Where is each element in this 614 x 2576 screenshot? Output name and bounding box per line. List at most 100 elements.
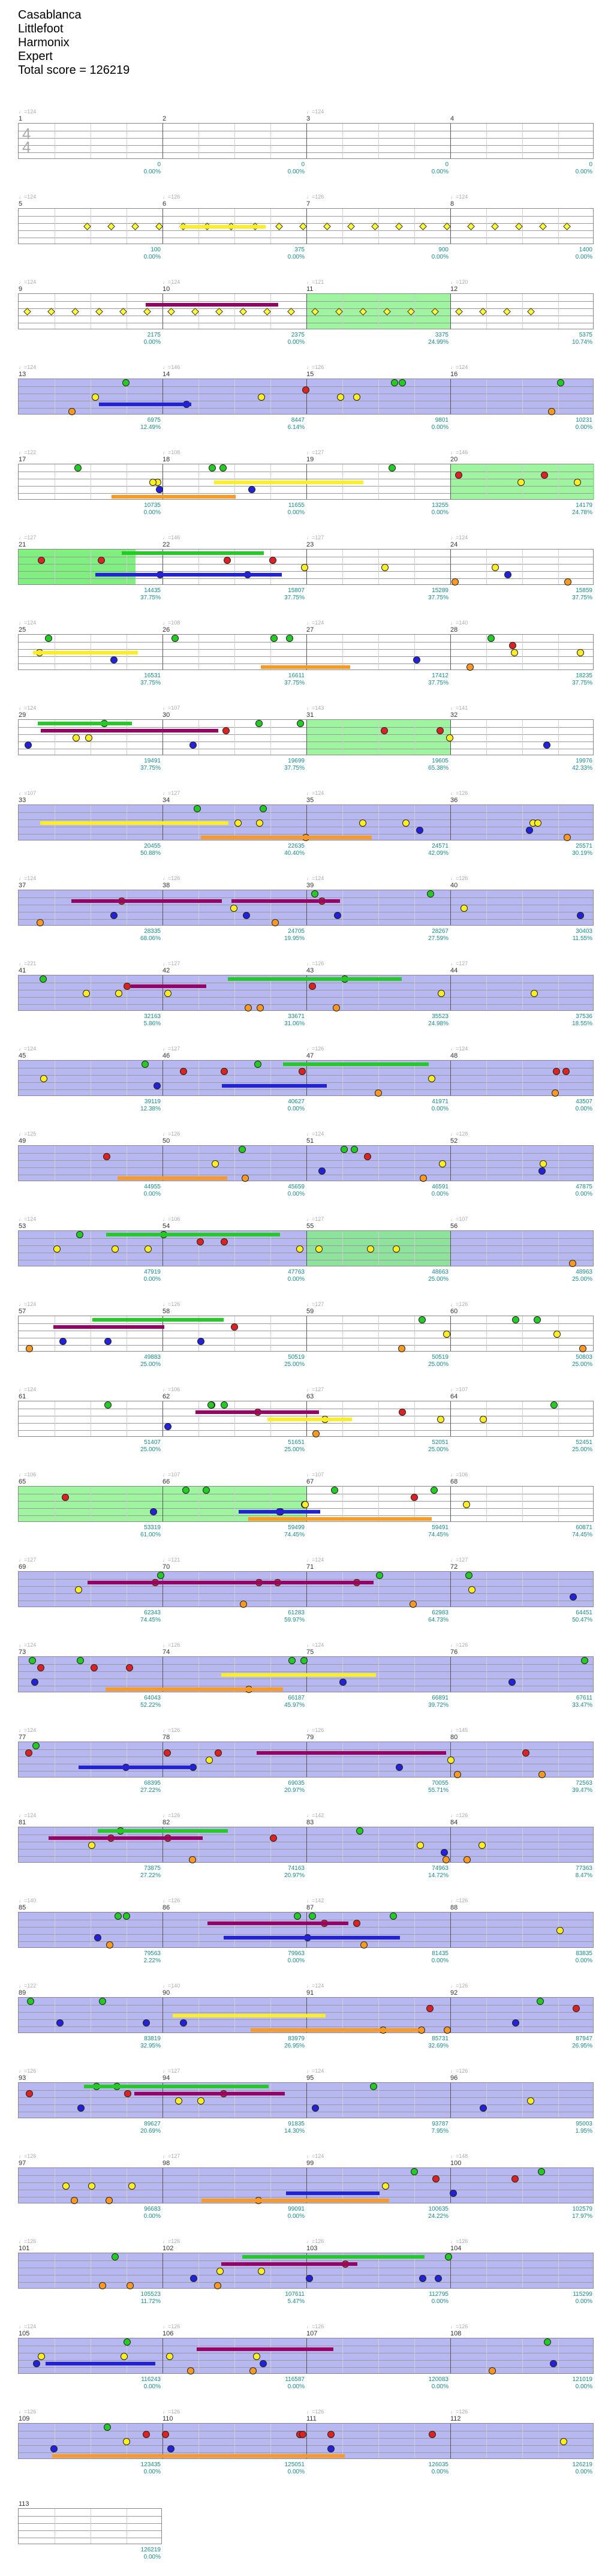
lane-line bbox=[19, 1508, 593, 1509]
gem-note bbox=[104, 1338, 112, 1345]
hopo-note bbox=[347, 223, 355, 230]
measure-overdrive-percent: 59.97% bbox=[284, 1617, 305, 1623]
gem-note bbox=[77, 2104, 85, 2112]
gem-note bbox=[115, 990, 122, 997]
gem-note bbox=[538, 1167, 546, 1175]
bar-line bbox=[450, 1657, 451, 1692]
beat-line bbox=[270, 975, 271, 1010]
lane-line bbox=[19, 2026, 593, 2027]
beat-line bbox=[198, 124, 199, 158]
bar-line bbox=[450, 1316, 451, 1351]
beat-line bbox=[270, 2424, 271, 2458]
bar-line bbox=[162, 1572, 163, 1607]
lane-line bbox=[19, 152, 593, 153]
hopo-note bbox=[563, 223, 571, 230]
gem-note bbox=[214, 2282, 221, 2289]
measure-overdrive-percent: 26.95% bbox=[572, 2043, 592, 2049]
bar-line bbox=[306, 805, 307, 840]
beat-line bbox=[234, 1827, 235, 1862]
measure-overdrive-percent: 5.86% bbox=[143, 1020, 161, 1027]
measure-score: 28267 bbox=[432, 928, 449, 935]
beat-line bbox=[270, 209, 271, 244]
bar-line bbox=[162, 550, 163, 584]
measure-overdrive-percent: 61.00% bbox=[140, 1532, 161, 1538]
measure-score: 41971 bbox=[432, 1098, 449, 1105]
tempo-marker: ♩=106 bbox=[162, 1386, 180, 1392]
measure-score: 10231 bbox=[576, 417, 592, 424]
lane-line bbox=[19, 1323, 593, 1324]
measure-score: 87947 bbox=[576, 2035, 592, 2042]
gem-note bbox=[504, 571, 511, 578]
beat-line bbox=[522, 379, 523, 414]
tempo-marker: ♩=126 bbox=[450, 1812, 468, 1818]
measure-score: 66891 bbox=[432, 1695, 449, 1701]
measure-overdrive-percent: 0.00% bbox=[287, 509, 305, 516]
hopo-note bbox=[107, 223, 115, 230]
gem-note bbox=[537, 1998, 544, 2005]
beat-line bbox=[486, 2338, 487, 2373]
measure-overdrive-percent: 37.75% bbox=[428, 680, 449, 686]
sustain-tail bbox=[122, 551, 264, 555]
sustain-tail bbox=[106, 1233, 230, 1236]
beat-line bbox=[378, 1316, 379, 1351]
chart-row bbox=[18, 1486, 594, 1522]
measure-score: 47919 bbox=[144, 1269, 161, 1275]
gem-note bbox=[574, 479, 581, 486]
gem-note bbox=[396, 1764, 403, 1771]
measure-score: 79963 bbox=[288, 1950, 305, 1957]
gem-note bbox=[91, 1664, 98, 1671]
lane-line bbox=[19, 727, 593, 728]
gem-note bbox=[466, 663, 474, 671]
gem-note bbox=[382, 2182, 389, 2190]
lane-line bbox=[19, 1771, 593, 1772]
gem-note bbox=[410, 1601, 417, 1608]
beat-line bbox=[378, 975, 379, 1010]
beat-line bbox=[558, 1998, 559, 2032]
tempo-marker: ♩=126 bbox=[450, 2068, 468, 2074]
bar-line bbox=[450, 124, 451, 158]
bar-line bbox=[162, 379, 163, 414]
beat-line bbox=[378, 1742, 379, 1777]
measure-score: 40627 bbox=[288, 1098, 305, 1105]
beat-line bbox=[234, 1231, 235, 1266]
measure-number: 43 bbox=[306, 967, 314, 974]
beat-line bbox=[522, 124, 523, 158]
gem-note bbox=[450, 2190, 457, 2197]
measure-score: 0 bbox=[589, 161, 592, 168]
gem-note bbox=[463, 1501, 470, 1508]
chart-row bbox=[18, 1316, 594, 1352]
measure-number: 73 bbox=[19, 1649, 26, 1656]
measure-score: 24705 bbox=[288, 928, 305, 935]
beat-line bbox=[522, 975, 523, 1010]
gem-note bbox=[454, 1771, 461, 1778]
beat-line bbox=[378, 550, 379, 584]
tempo-marker: ♩=124 bbox=[306, 790, 324, 796]
gem-note bbox=[258, 394, 265, 401]
measure-score: 112795 bbox=[429, 2291, 449, 2298]
gem-note bbox=[538, 1771, 546, 1778]
measure-score: 115299 bbox=[573, 2291, 592, 2298]
beat-line bbox=[414, 1401, 415, 1436]
tempo-marker: ♩=124 bbox=[19, 194, 37, 200]
beat-line bbox=[522, 1316, 523, 1351]
tempo-marker: ♩=127 bbox=[306, 1216, 324, 1222]
measure-score: 89627 bbox=[144, 2121, 161, 2127]
tempo-marker: ♩=124 bbox=[306, 2153, 324, 2159]
beat-line bbox=[342, 2253, 343, 2288]
measure-overdrive-percent: 0.00% bbox=[143, 169, 161, 175]
tempo-marker: ♩=127 bbox=[162, 790, 180, 796]
gem-note bbox=[356, 1827, 363, 1835]
gem-note bbox=[435, 2275, 442, 2282]
lane-line bbox=[19, 734, 593, 735]
beat-line bbox=[198, 1316, 199, 1351]
beat-line bbox=[558, 464, 559, 499]
gem-note bbox=[468, 1586, 475, 1593]
beat-line bbox=[558, 1827, 559, 1862]
beat-line bbox=[234, 550, 235, 584]
chart-row bbox=[18, 1230, 594, 1267]
measure-number: 98 bbox=[162, 2160, 170, 2167]
gem-note bbox=[106, 1941, 113, 1948]
tempo-marker: ♩=127 bbox=[19, 535, 37, 541]
measure-score: 62983 bbox=[432, 1610, 449, 1616]
